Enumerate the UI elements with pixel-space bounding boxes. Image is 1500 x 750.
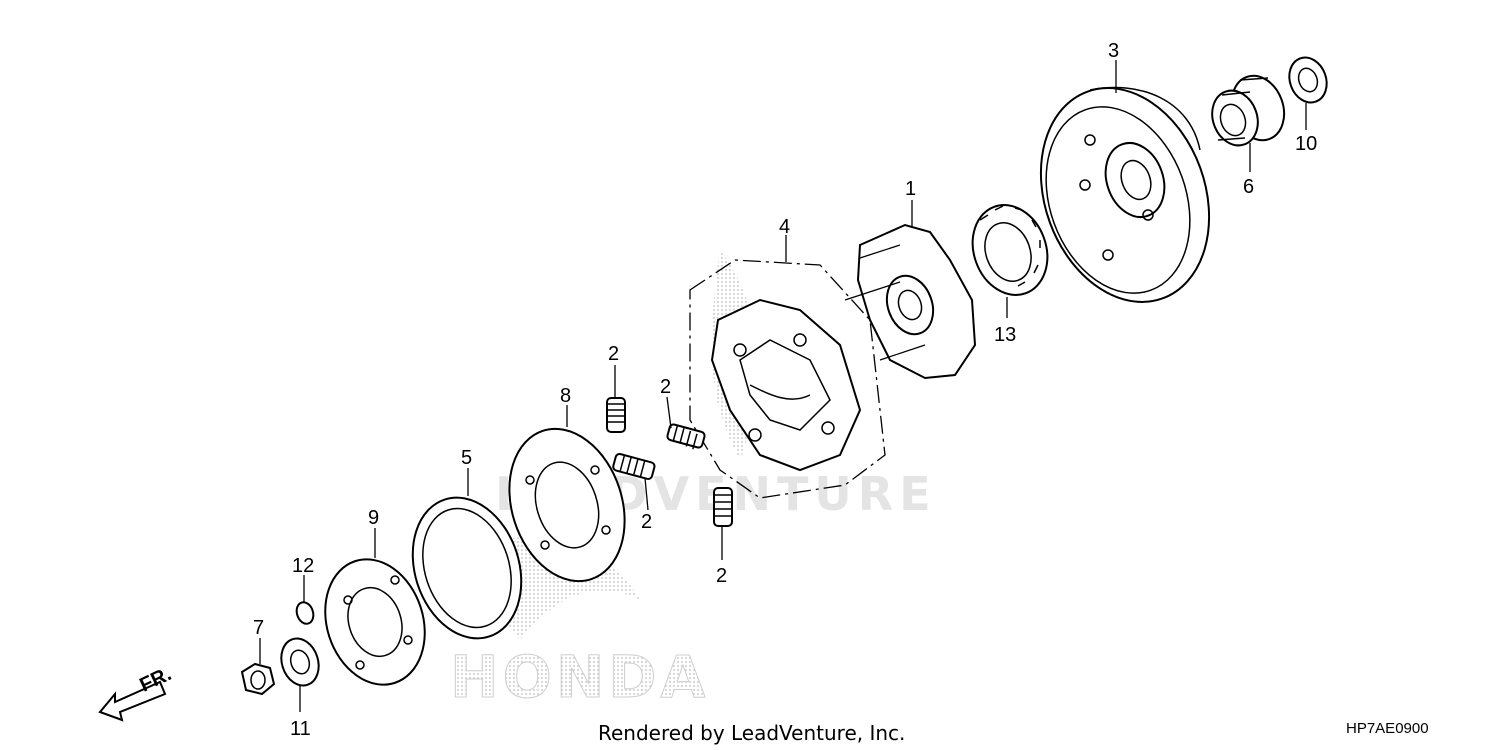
lock-nut[interactable] [240, 662, 276, 696]
clutch-spring-2[interactable] [666, 423, 706, 450]
callout-5[interactable]: 5 [461, 447, 472, 469]
clutch-plate[interactable] [491, 414, 644, 596]
callout-2-top[interactable]: 2 [608, 343, 619, 365]
drive-plate[interactable] [844, 223, 977, 380]
callout-6[interactable]: 6 [1243, 176, 1254, 198]
clutch-spring-4[interactable] [713, 487, 733, 527]
callout-2-bottom[interactable]: 2 [716, 565, 727, 587]
honda-watermark: HONDA [450, 643, 709, 711]
clutch-spring-3[interactable] [612, 452, 656, 480]
diagram-code: HP7AE0900 [1346, 720, 1429, 737]
driven-gear[interactable] [1205, 68, 1293, 151]
callout-2-mid[interactable]: 2 [660, 376, 671, 398]
callout-11[interactable]: 11 [290, 718, 311, 740]
callout-12[interactable]: 12 [292, 555, 314, 577]
callout-7[interactable]: 7 [253, 617, 264, 639]
leader-lines [259, 60, 1307, 712]
callout-4[interactable]: 4 [779, 216, 790, 238]
callout-1[interactable]: 1 [905, 178, 916, 200]
clutch-weight-assembly[interactable] [689, 259, 886, 499]
callout-13[interactable]: 13 [994, 324, 1016, 346]
callout-3[interactable]: 3 [1108, 40, 1119, 62]
clutch-spring-1[interactable] [606, 397, 626, 433]
front-arrow: FR. [98, 663, 175, 722]
callout-9[interactable]: 9 [368, 507, 379, 529]
retainer-plate[interactable] [310, 546, 441, 697]
clutch-outer-drum[interactable] [1012, 64, 1238, 325]
callout-8[interactable]: 8 [560, 385, 571, 407]
washer-top[interactable] [1283, 52, 1333, 108]
callout-10[interactable]: 10 [1295, 133, 1317, 155]
footer-credit: Rendered by LeadVenture, Inc. [598, 721, 905, 745]
lining-ring[interactable] [395, 483, 538, 652]
one-way-clutch[interactable] [960, 194, 1059, 305]
circlip[interactable] [294, 600, 316, 626]
washer-bottom[interactable] [275, 634, 324, 691]
callout-2-lower[interactable]: 2 [641, 511, 652, 533]
